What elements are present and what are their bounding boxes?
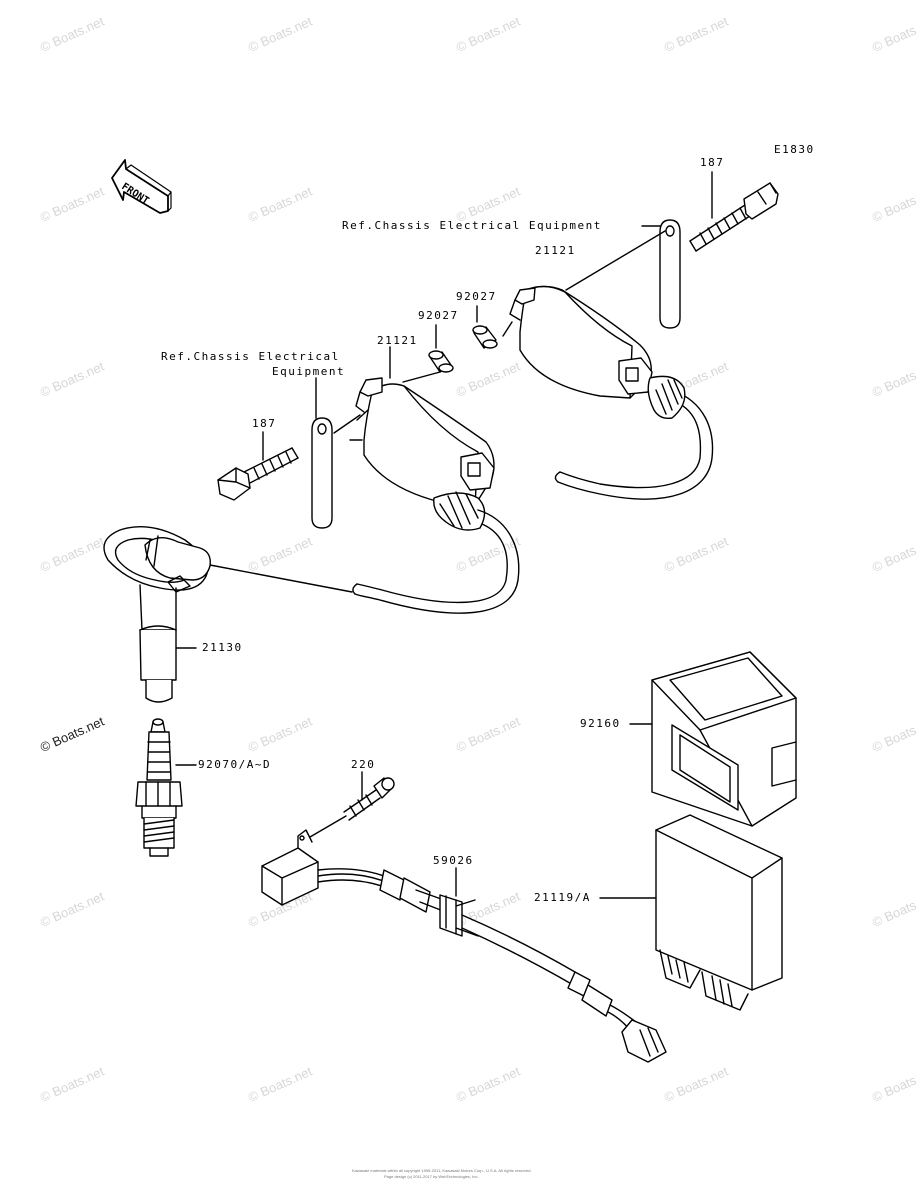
callout-bolt-lower: 187 (252, 417, 277, 430)
ground-strap-lower (311, 377, 361, 529)
rubber-cap-upper (472, 305, 513, 349)
callout-plug-cap: 21130 (202, 641, 243, 654)
copyright-line: Kawasaki materials within all copyright … (352, 1168, 532, 1173)
coil-wire-lower (209, 509, 520, 614)
callout-screw: 220 (351, 758, 376, 771)
callout-igniter: 21119/A (534, 891, 591, 904)
callout-ref-lower-line2: Equipment (272, 365, 346, 378)
igniter-case (629, 651, 797, 827)
callout-wire: 59026 (433, 854, 474, 867)
callout-ref-upper: Ref.Chassis Electrical Equipment (342, 219, 602, 232)
pickup-coil-wire (261, 829, 667, 1063)
callout-case: 92160 (580, 717, 621, 730)
page-design-line: Page design (c) 2011-2017 by WebTechnolo… (384, 1174, 479, 1179)
spark-plug-cap (103, 525, 211, 703)
screw (309, 771, 395, 838)
spark-plug (135, 718, 197, 857)
front-arrow-icon: FRONT (111, 159, 172, 214)
callout-cap-lower: 92027 (418, 309, 459, 322)
callout-coil-lower: 21121 (377, 334, 418, 347)
rubber-cap-lower (402, 324, 454, 383)
bolt-upper (689, 171, 779, 252)
diagram-code: E1830 (774, 143, 815, 156)
callout-coil-upper: 21121 (535, 244, 576, 257)
callout-bolt-upper: 187 (700, 156, 725, 169)
igniter-unit (599, 814, 783, 1011)
ignition-coil-upper (509, 285, 686, 420)
bolt-lower (217, 431, 299, 501)
callout-cap-upper: 92027 (456, 290, 497, 303)
callout-ref-lower-line1: Ref.Chassis Electrical (161, 350, 340, 363)
coil-wire-upper (554, 389, 714, 500)
ignition-coil-lower (349, 346, 495, 531)
callout-spark-plug: 92070/A~D (198, 758, 272, 771)
ground-strap-upper (565, 219, 681, 329)
